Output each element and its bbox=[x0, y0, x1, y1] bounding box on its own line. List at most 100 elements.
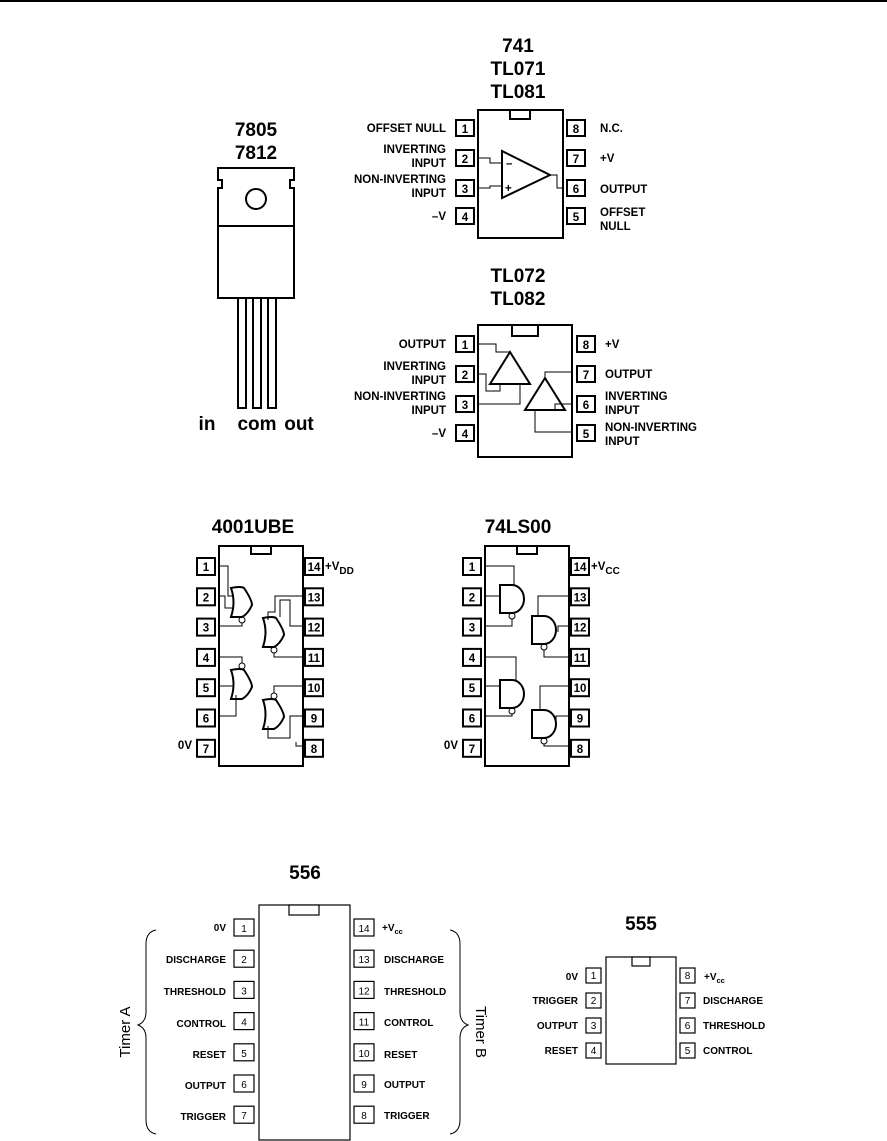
t556-pin-4 bbox=[233, 1011, 255, 1031]
op741-label-offset: OFFSET bbox=[600, 207, 645, 219]
cmos4001-pin-3-num: 3 bbox=[203, 623, 209, 635]
cmos4001-nor-3-icon bbox=[229, 668, 254, 700]
t555-pin-8-num: 8 bbox=[685, 971, 691, 982]
cmos4001-pin-5-num: 5 bbox=[203, 683, 210, 695]
t556-pin-13-num: 13 bbox=[358, 955, 370, 966]
cmos4001-supply: +VDD bbox=[325, 561, 354, 577]
t556-label-discharge-a: DISCHARGE bbox=[166, 955, 226, 966]
ttl74-pin-1-num: 1 bbox=[469, 562, 476, 574]
t556-pin-11-num: 11 bbox=[359, 1018, 370, 1029]
ttl74-pin-5-num: 5 bbox=[469, 683, 476, 695]
reg-title-1: 7805 bbox=[235, 120, 278, 141]
op072-label-noninverting-b: NON-INVERTING bbox=[605, 422, 697, 434]
op072-pin-8 bbox=[576, 335, 596, 353]
op741-minus-sign: – bbox=[506, 158, 513, 170]
op072-wire-a-inv bbox=[478, 373, 501, 392]
op072-pin-4 bbox=[455, 424, 475, 442]
cmos4001-pin-9-num: 9 bbox=[311, 714, 317, 726]
op072-pin-3 bbox=[455, 395, 475, 413]
ttl74-ground: 0V bbox=[444, 740, 458, 752]
op741-title-2: TL071 bbox=[491, 59, 546, 80]
t556-brace-b bbox=[449, 929, 470, 1135]
ttl74-pin-9 bbox=[570, 708, 590, 728]
reg-mount-hole-icon bbox=[245, 188, 267, 210]
ttl74-pin-8-num: 8 bbox=[577, 744, 584, 756]
t556-label-threshold-b: THRESHOLD bbox=[384, 987, 446, 998]
t555-label-output: OUTPUT bbox=[537, 1021, 578, 1032]
op072-wire-b-inv bbox=[554, 403, 572, 410]
t555-pin-6 bbox=[679, 1017, 696, 1034]
t555-pin-4 bbox=[585, 1042, 602, 1059]
op741-pin-1 bbox=[455, 119, 475, 137]
cmos4001-pin-4 bbox=[196, 647, 216, 667]
t556-brace-a bbox=[136, 929, 157, 1135]
op741-pin-1-num: 1 bbox=[462, 124, 469, 136]
t556-label-control-b: CONTROL bbox=[384, 1018, 433, 1029]
t556-label-discharge-b: DISCHARGE bbox=[384, 955, 444, 966]
op741-wire-inv bbox=[478, 157, 502, 164]
t556-label-0v: 0V bbox=[214, 923, 227, 934]
op072-label-noninverting-input: INPUT bbox=[412, 405, 447, 417]
op741-label-noninverting: NON-INVERTING bbox=[354, 174, 446, 186]
ttl74-pin-14-num: 14 bbox=[574, 562, 587, 574]
ttl74-supply: +VCC bbox=[591, 561, 620, 577]
t555-pin-5-num: 5 bbox=[685, 1046, 691, 1057]
t555-pin-2-num: 2 bbox=[591, 996, 597, 1007]
op072-amp-a-icon bbox=[488, 350, 532, 385]
t556-pin-10-num: 10 bbox=[358, 1049, 370, 1060]
ttl74-nand-1-icon bbox=[499, 584, 525, 614]
reg-pin-out: out bbox=[284, 414, 314, 435]
t555-pin-8 bbox=[679, 967, 696, 984]
t556-pin-9 bbox=[353, 1074, 375, 1093]
t556-pin-5-num: 5 bbox=[241, 1049, 247, 1060]
cmos4001-pin-14-num: 14 bbox=[308, 562, 321, 574]
op741-pin-7-num: 7 bbox=[573, 154, 579, 166]
op072-amp-b-icon bbox=[523, 376, 567, 411]
op741-plus-sign: + bbox=[505, 183, 512, 195]
reg-pin-com: com bbox=[237, 414, 276, 435]
ttl74-pin-4 bbox=[462, 647, 482, 667]
op741-label-null: NULL bbox=[600, 221, 631, 233]
op072-pin-3-num: 3 bbox=[462, 400, 468, 412]
op741-pin-3 bbox=[455, 179, 475, 197]
t555-label-reset: RESET bbox=[545, 1046, 578, 1057]
cmos4001-nor-4-icon bbox=[261, 698, 286, 730]
op072-pin-2-num: 2 bbox=[462, 370, 468, 382]
op072-label-output: OUTPUT bbox=[605, 369, 652, 381]
t556-pin-14-num: 14 bbox=[358, 924, 370, 935]
op072-label-inverting-input: INPUT bbox=[412, 375, 447, 387]
t556-pin-14 bbox=[353, 918, 375, 937]
cmos4001-pin-7-num: 7 bbox=[203, 744, 209, 756]
t556-label-control-a: CONTROL bbox=[177, 1019, 226, 1030]
ttl74-pin-11 bbox=[570, 647, 590, 667]
t555-pin-1-num: 1 bbox=[591, 971, 597, 982]
op741-pin-4-num: 4 bbox=[462, 212, 469, 224]
t555-pin-3 bbox=[585, 1017, 602, 1034]
t556-pin-8 bbox=[353, 1105, 375, 1124]
cmos4001-pin-13-num: 13 bbox=[308, 592, 321, 604]
cmos4001-pin-9 bbox=[304, 708, 324, 728]
t555-label-control: CONTROL bbox=[703, 1046, 752, 1057]
op741-label-noninverting-input: INPUT bbox=[412, 188, 447, 200]
t556-pin-10 bbox=[353, 1043, 375, 1062]
op741-pin-5 bbox=[566, 207, 586, 225]
cmos4001-pin-13 bbox=[304, 587, 324, 607]
cmos4001-pin-8-num: 8 bbox=[311, 744, 318, 756]
ttl74-notch bbox=[516, 545, 538, 555]
op741-title-1: 741 bbox=[502, 36, 534, 57]
op741-pin-8-num: 8 bbox=[573, 124, 580, 136]
ttl74-pin-2 bbox=[462, 587, 482, 607]
t556-pin-7-num: 7 bbox=[241, 1111, 247, 1122]
op072-wire-b-noninv bbox=[534, 410, 572, 433]
op072-label-pos-v: +V bbox=[605, 339, 620, 351]
cmos4001-pin-2-num: 2 bbox=[203, 592, 209, 604]
cmos4001-pin-4-num: 4 bbox=[203, 653, 210, 665]
t556-label-output-a: OUTPUT bbox=[185, 1081, 226, 1092]
t555-label-discharge: DISCHARGE bbox=[703, 996, 763, 1007]
op072-title-2: TL082 bbox=[491, 289, 546, 310]
op072-pin-7 bbox=[576, 365, 596, 383]
ttl74-pin-12 bbox=[570, 617, 590, 637]
cmos4001-pin-10 bbox=[304, 678, 324, 698]
t556-pin-2-num: 2 bbox=[241, 955, 247, 966]
